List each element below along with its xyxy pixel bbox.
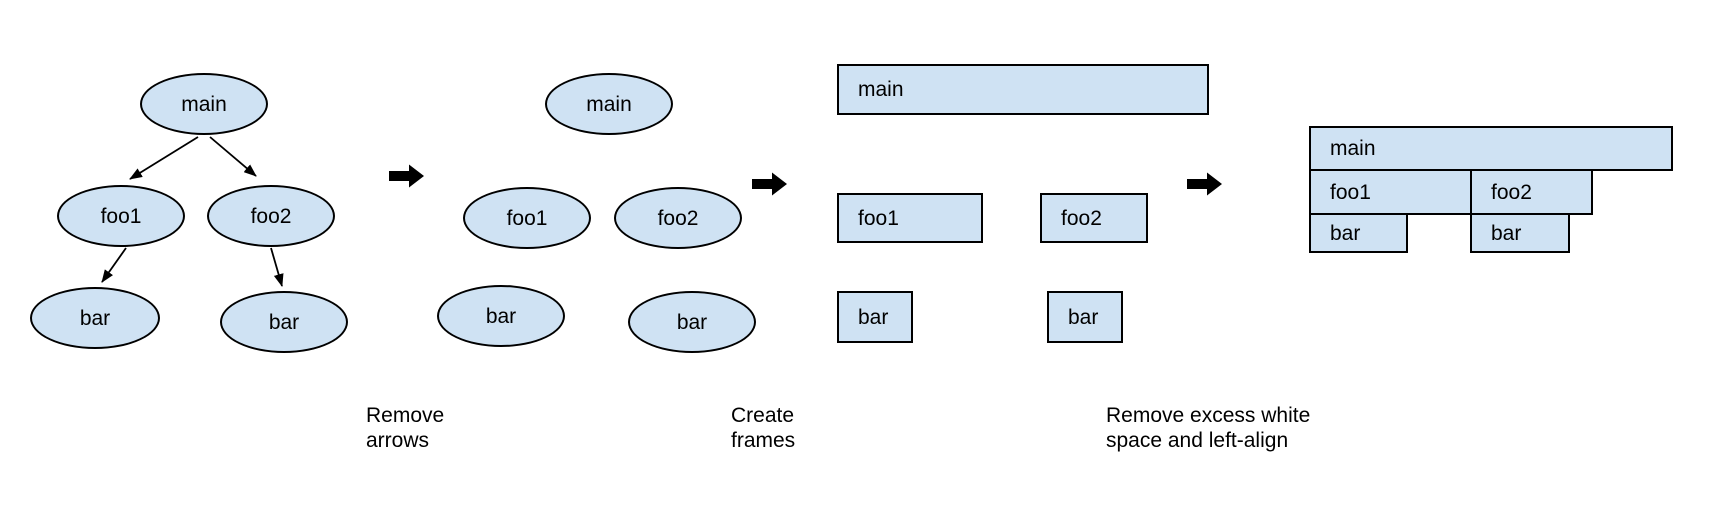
step-caption-remove-arrows: Remove arrows	[366, 404, 445, 452]
node-label: bar	[1068, 305, 1099, 329]
frames-node-foo1: foo1	[837, 193, 983, 243]
edge-arrow-foo1-bar	[101, 247, 127, 283]
edge-arrow-main-foo2	[209, 136, 257, 177]
node-label: foo1	[506, 206, 548, 230]
node-label: foo2	[1491, 180, 1532, 204]
node-label: foo1	[1330, 180, 1371, 204]
tree-node-bar-right: bar	[220, 291, 348, 353]
frames-node-foo2: foo2	[1040, 193, 1148, 243]
step-arrow-icon	[752, 172, 787, 196]
plain-node-bar-left: bar	[437, 285, 565, 347]
tree-node-bar-left: bar	[30, 287, 160, 349]
node-label: main	[1330, 137, 1376, 160]
step-arrow-icon	[389, 164, 424, 188]
node-label: main	[858, 78, 904, 101]
flame-node-bar-right: bar	[1470, 213, 1570, 253]
tree-node-foo1: foo1	[57, 185, 185, 247]
node-label: foo1	[858, 206, 899, 230]
node-label: bar	[858, 305, 889, 329]
edge-arrow-foo2-bar	[270, 247, 284, 287]
node-label: foo2	[250, 204, 292, 228]
tree-node-foo2: foo2	[207, 185, 335, 247]
node-label: bar	[79, 306, 111, 330]
node-label: main	[181, 92, 227, 116]
edge-arrow-main-foo1	[129, 136, 199, 180]
frames-node-main: main	[837, 64, 1209, 115]
step-caption-create-frames: Create frames	[731, 404, 796, 452]
node-label: foo2	[1061, 206, 1102, 230]
plain-node-foo1: foo1	[463, 187, 591, 249]
node-label: bar	[676, 310, 708, 334]
node-label: bar	[268, 310, 300, 334]
flame-node-bar-left: bar	[1309, 213, 1408, 253]
flame-node-foo1: foo1	[1309, 169, 1472, 215]
node-label: bar	[1491, 221, 1522, 245]
node-label: main	[586, 92, 632, 116]
node-label: bar	[1330, 221, 1361, 245]
step-caption-remove-whitespace: Remove excess white space and left-align	[1106, 404, 1311, 452]
plain-node-main: main	[545, 73, 673, 135]
step-arrow-icon	[1187, 172, 1222, 196]
frames-node-bar-left: bar	[837, 291, 913, 343]
frames-node-bar-right: bar	[1047, 291, 1123, 343]
plain-node-bar-right: bar	[628, 291, 756, 353]
node-label: bar	[485, 304, 517, 328]
tree-node-main: main	[140, 73, 268, 135]
node-label: foo1	[100, 204, 142, 228]
flame-node-main: main	[1309, 126, 1673, 171]
plain-node-foo2: foo2	[614, 187, 742, 249]
node-label: foo2	[657, 206, 699, 230]
flame-node-foo2: foo2	[1470, 169, 1593, 215]
